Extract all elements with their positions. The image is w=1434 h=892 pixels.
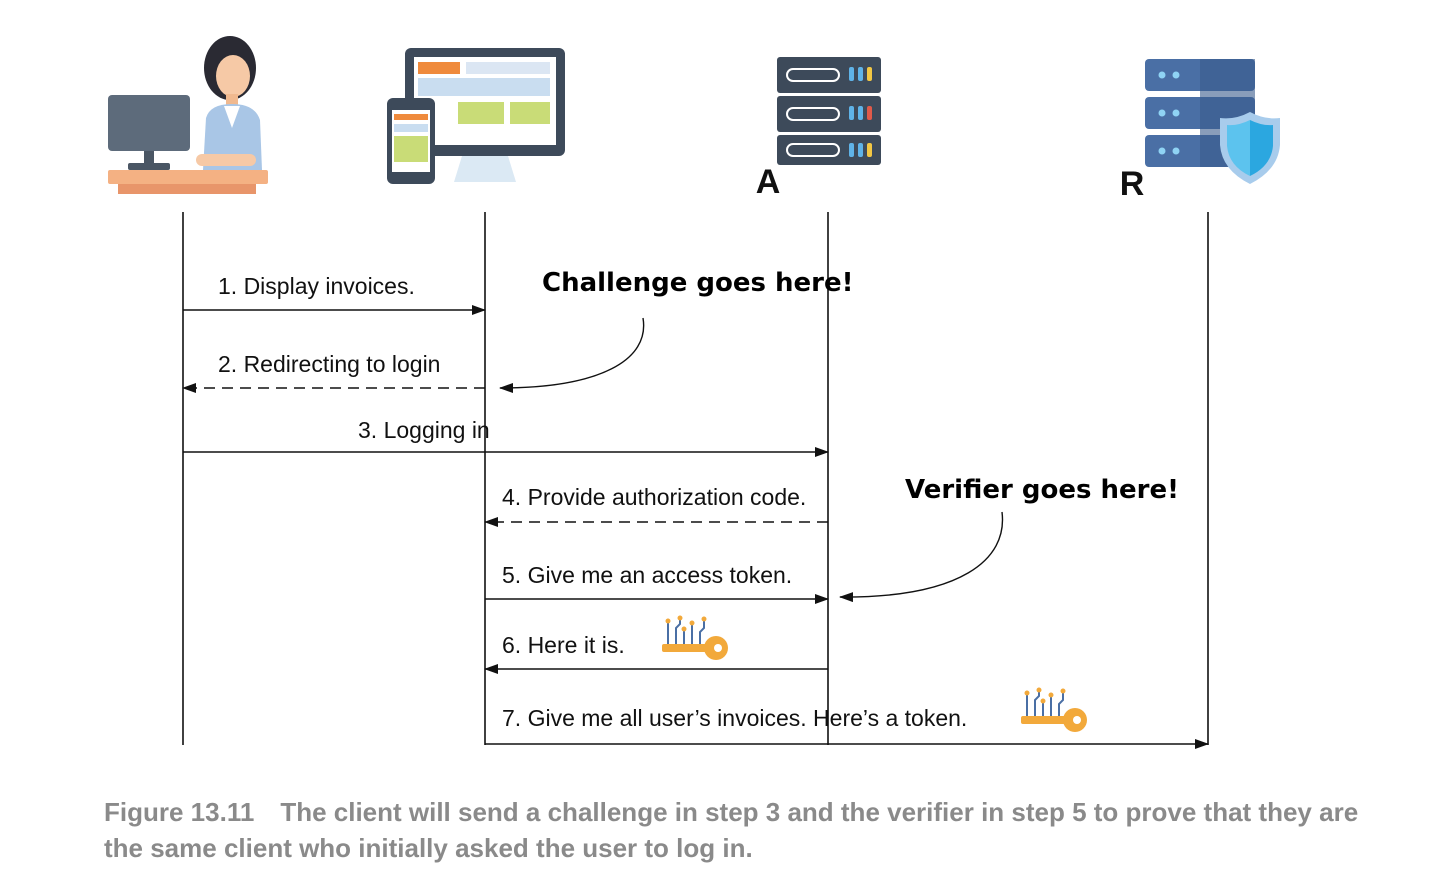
message-label-1: 1. Display invoices. — [218, 273, 415, 299]
user-at-computer-icon — [108, 36, 268, 194]
message-label-2: 2. Redirecting to login — [218, 351, 440, 377]
note-verifier-pointer — [839, 511, 1004, 603]
figure-caption-text: The client will send a challenge in step… — [104, 797, 1359, 863]
message-label-3: 3. Logging in — [358, 417, 490, 443]
note-challenge-pointer — [499, 317, 645, 393]
client-devices-icon — [387, 48, 565, 184]
actor-label-authorization-server: A — [756, 163, 781, 201]
note-verifier: Verifier goes here! — [905, 475, 1179, 505]
secure-server-icon — [1145, 59, 1280, 184]
note-challenge: Challenge goes here! — [542, 268, 854, 298]
server-rack-icon — [777, 57, 881, 165]
message-label-7: 7. Give me all user’s invoices. Here’s a… — [502, 705, 967, 731]
actor-label-resource-server: R — [1120, 165, 1145, 203]
message-label-4: 4. Provide authorization code. — [502, 484, 806, 510]
figure-number: Figure 13.11 — [104, 797, 255, 827]
message-label-5: 5. Give me an access token. — [502, 562, 792, 588]
token-key-icon — [661, 614, 729, 661]
token-key-icon — [1020, 686, 1088, 733]
message-label-6: 6. Here it is. — [502, 632, 625, 658]
